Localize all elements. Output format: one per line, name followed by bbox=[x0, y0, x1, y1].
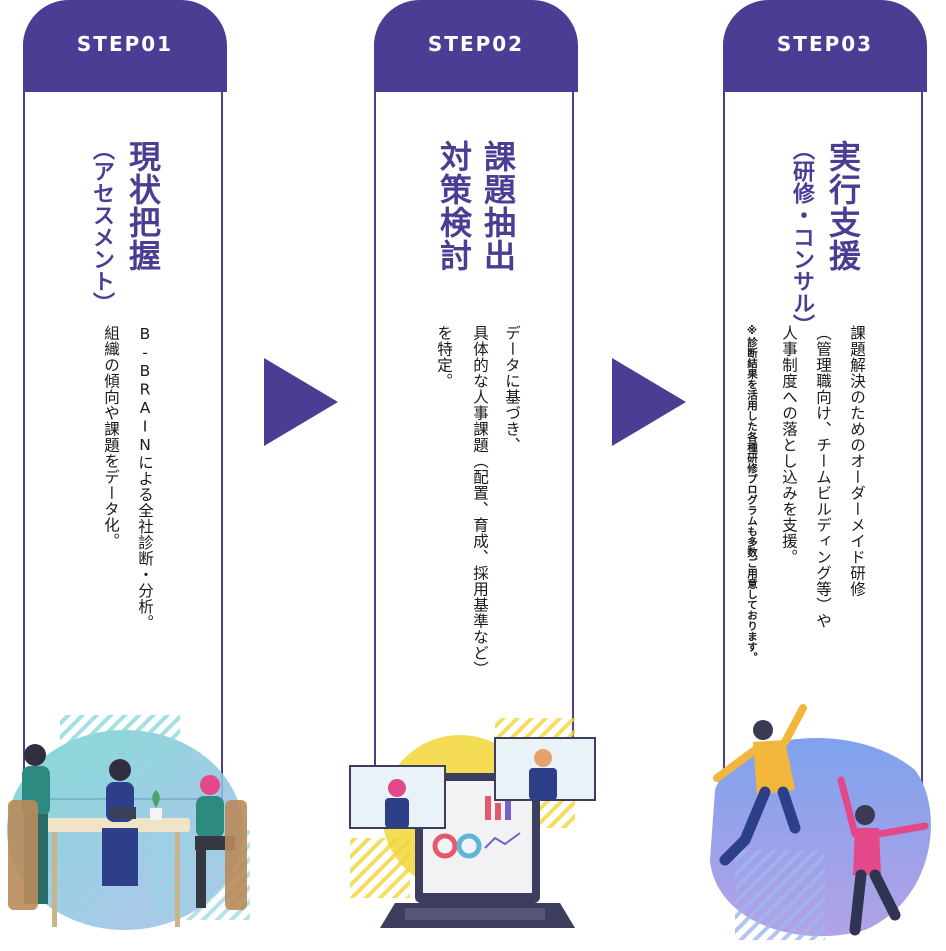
step03-body-line3: 人事制度への落とし込みを支援。 bbox=[780, 325, 798, 565]
step02-title-line2: 対策検討 bbox=[435, 140, 473, 272]
next-arrow-2 bbox=[612, 358, 686, 446]
meeting-illustration bbox=[7, 715, 250, 930]
step02-frame bbox=[374, 0, 574, 800]
next-arrow-1 bbox=[264, 358, 338, 446]
step02-header: STEP02 bbox=[374, 0, 578, 92]
step01-title: 現状把握 bbox=[124, 140, 162, 272]
laptop-illustration bbox=[349, 718, 596, 928]
step02-card: STEP02 課題抽出 対策検討 データに基づき、 具体的な人事課題（配置、育成… bbox=[374, 0, 578, 800]
step01-frame bbox=[23, 0, 223, 800]
step02-title-line1: 課題抽出 bbox=[479, 140, 517, 272]
step03-body-line1: 課題解決のためのオーダーメイド研修 bbox=[848, 325, 866, 597]
step01-card: STEP01 現状把握 （アセスメント） B-BRAINによる全社診断・分析。 … bbox=[23, 0, 227, 800]
step03-header: STEP03 bbox=[723, 0, 927, 92]
step03-frame bbox=[723, 0, 923, 800]
step03-note: ※診断結果を活用した各種研修プログラムも多数ご用意しております。 bbox=[746, 325, 758, 663]
step03-title: 実行支援 bbox=[824, 140, 862, 272]
step01-header: STEP01 bbox=[23, 0, 227, 92]
step02-body-line1: データに基づき、 bbox=[503, 325, 521, 453]
step03-subtitle: （研修・コンサル） bbox=[789, 138, 814, 336]
step01-label: STEP01 bbox=[76, 32, 174, 56]
jumping-people-illustration bbox=[710, 704, 931, 940]
step02-body-line2: 具体的な人事課題（配置、育成、採用基準など） bbox=[471, 325, 489, 677]
step02-label: STEP02 bbox=[427, 32, 525, 56]
step01-body-line1: B-BRAINによる全社診断・分析。 bbox=[136, 325, 154, 631]
step03-card: STEP03 実行支援 （研修・コンサル） 課題解決のためのオーダーメイド研修 … bbox=[723, 0, 927, 800]
step01-body-line2: 組織の傾向や課題をデータ化。 bbox=[102, 325, 120, 549]
step03-body-line2: （管理職向け、チームビルディング等）や bbox=[814, 325, 832, 629]
step03-label: STEP03 bbox=[776, 32, 874, 56]
step02-body-line3: を特定。 bbox=[435, 325, 453, 389]
step01-subtitle: （アセスメント） bbox=[89, 138, 114, 314]
